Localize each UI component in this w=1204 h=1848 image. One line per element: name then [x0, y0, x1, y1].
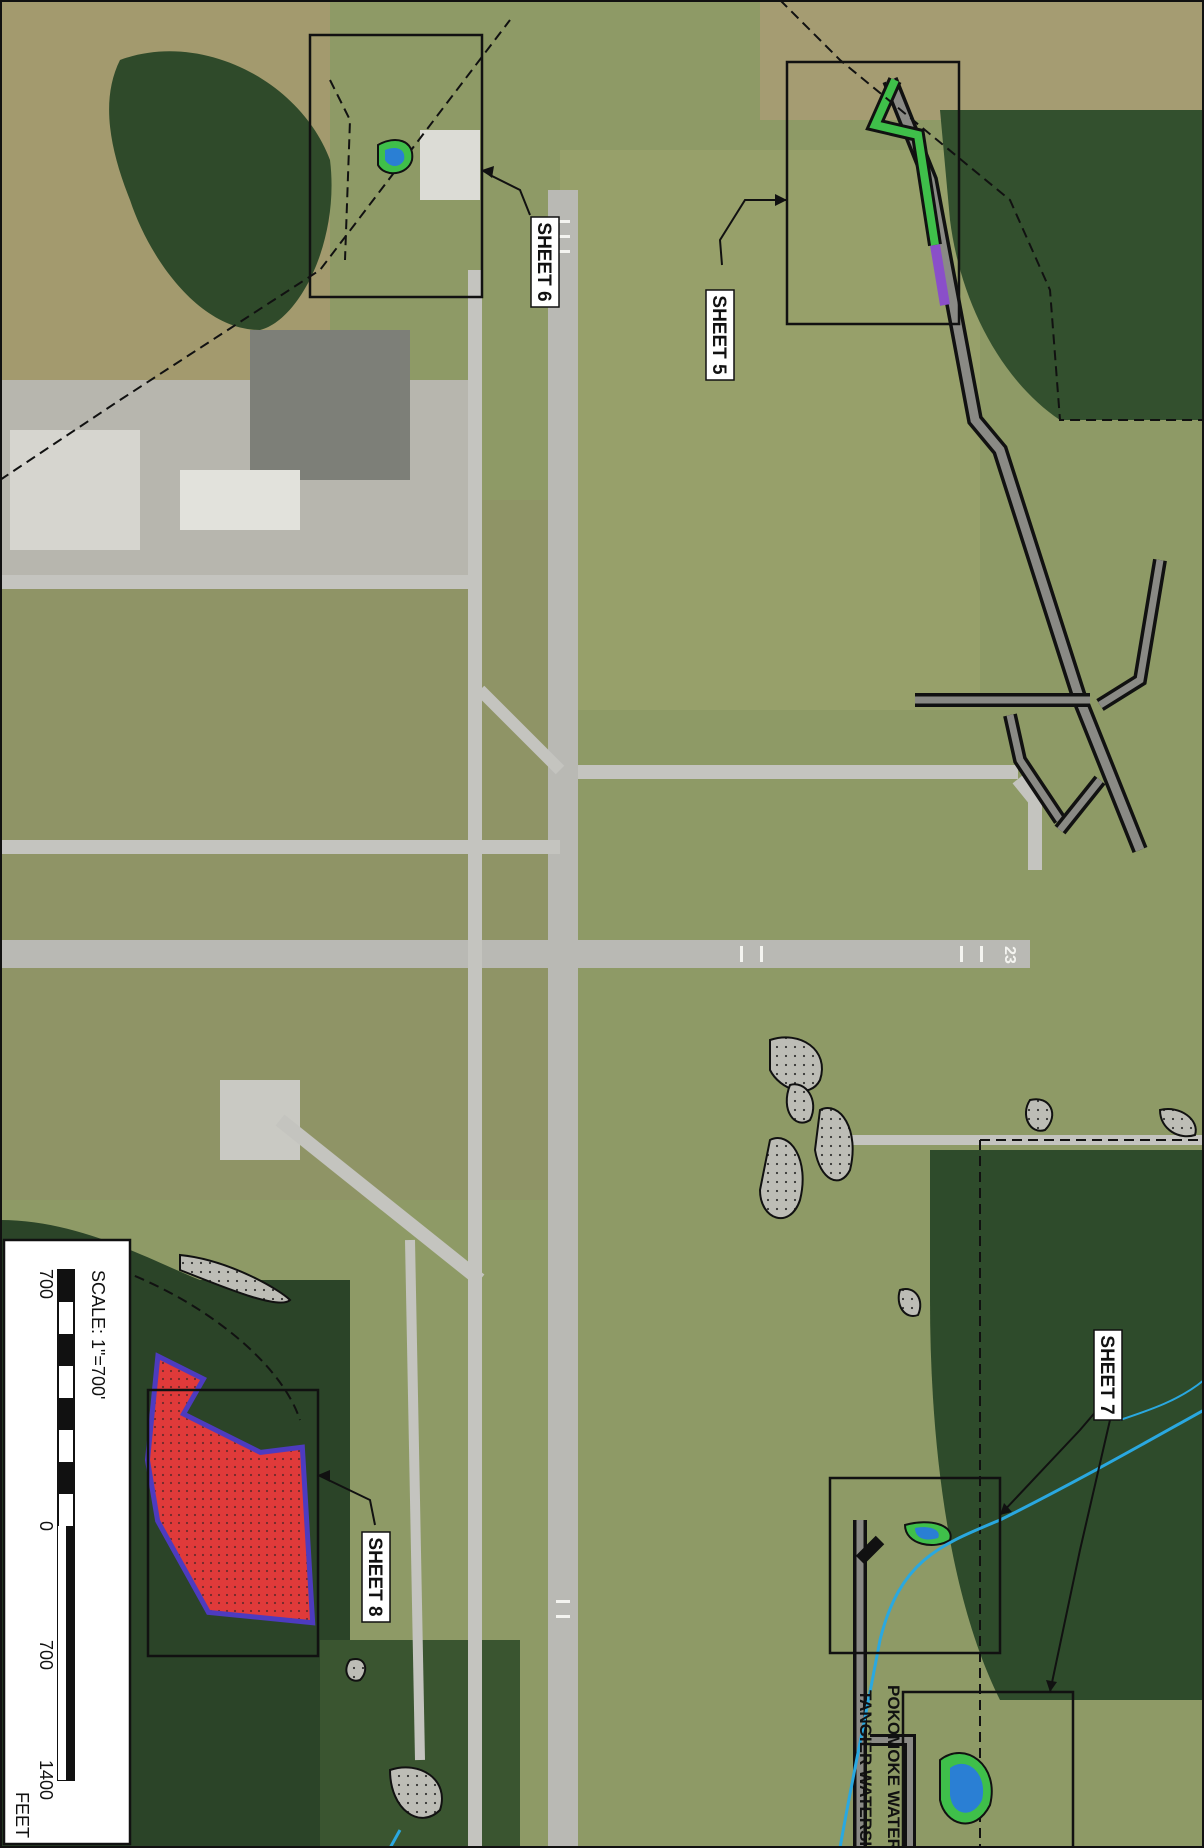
taxiway-apron-link [0, 575, 470, 589]
stream-watershed-line [838, 1408, 1204, 1848]
label-sheet6-text: SHEET 6 [533, 222, 554, 301]
arrowhead-sheet8 [318, 1470, 330, 1482]
arrowhead-sheet6 [482, 166, 494, 178]
forest-patch-top-left [109, 51, 332, 330]
hangar-building [420, 130, 480, 200]
runway-main [548, 190, 578, 1848]
farm-field-upper-right [760, 0, 1204, 120]
forest-patch-top-right [940, 110, 1204, 420]
scale-tick-1400: 1400 [36, 1760, 56, 1800]
watershed-label-lower: TANGIER WATERSHED [856, 1690, 875, 1848]
wetland-pockets [179, 1036, 1197, 1819]
label-sheet5: SHEET 5 [705, 289, 735, 381]
stream-bottom-left [388, 1829, 402, 1848]
forest-patch-bottom-right [930, 1150, 1204, 1700]
service-road-lower [405, 1239, 425, 1761]
runway-crosswind [0, 940, 1030, 968]
infield-grass-right [560, 150, 980, 710]
watershed-label-upper: POKOMOKE WATERSHED [884, 1685, 903, 1848]
sheet7-frame-lower [901, 1690, 1075, 1848]
scale-label: SCALE: 1"=700' [88, 1270, 108, 1399]
arrowhead-sheet7-upper [1000, 1503, 1012, 1515]
wetland-sheet8-hatch [150, 1360, 310, 1620]
scale-units: FEET [12, 1792, 32, 1838]
label-sheet8-text: SHEET 8 [364, 1537, 385, 1616]
scale-bar-legend: 700 0 700 1400 FEET SCALE: 1"=700' [2, 1238, 132, 1846]
pond-sheet6 [377, 139, 414, 175]
arrowhead-sheet7-lower [1046, 1680, 1057, 1692]
sheet-frames [146, 33, 1075, 1848]
taxiway-diagonal-lower [275, 1114, 485, 1286]
pond-sheet7-lower [939, 1752, 993, 1825]
sheet7-frame-upper [828, 1476, 1002, 1655]
taxiway-curve-right [1012, 774, 1042, 870]
runway-markings [556, 220, 983, 1618]
parking-lot [250, 330, 410, 480]
label-sheet8: SHEET 8 [361, 1531, 391, 1623]
taxiway-cross-right [578, 765, 1018, 779]
terminal-buildings [10, 430, 140, 550]
sheet6-frame [308, 33, 484, 299]
taxiway-parallel [468, 270, 482, 1848]
label-sheet7: SHEET 7 [1093, 1329, 1123, 1421]
taxiway-cross-left [0, 840, 560, 854]
scale-tick-700-left: 700 [36, 1269, 56, 1299]
stream-branch [1119, 1379, 1204, 1421]
taxiway-diagonal-upper [475, 685, 565, 775]
scale-tick-0: 0 [36, 1521, 56, 1531]
pond-sheet7-upper [903, 1521, 952, 1546]
label-sheet6: SHEET 6 [530, 216, 560, 308]
terminal-building-main [180, 470, 300, 530]
label-sheet5-text: SHEET 5 [708, 295, 729, 375]
runway-designator: 23 [1001, 946, 1018, 964]
scale-bar [57, 1269, 75, 1781]
label-sheet7-text: SHEET 7 [1096, 1335, 1117, 1414]
wetland-strip-purple [930, 244, 950, 306]
wetland-strip-green [869, 78, 939, 246]
sheet5-frame [785, 60, 961, 326]
scale-tick-700-right: 700 [36, 1640, 56, 1670]
arrowhead-sheet5 [775, 194, 787, 206]
sheet8-frame [146, 1388, 320, 1658]
